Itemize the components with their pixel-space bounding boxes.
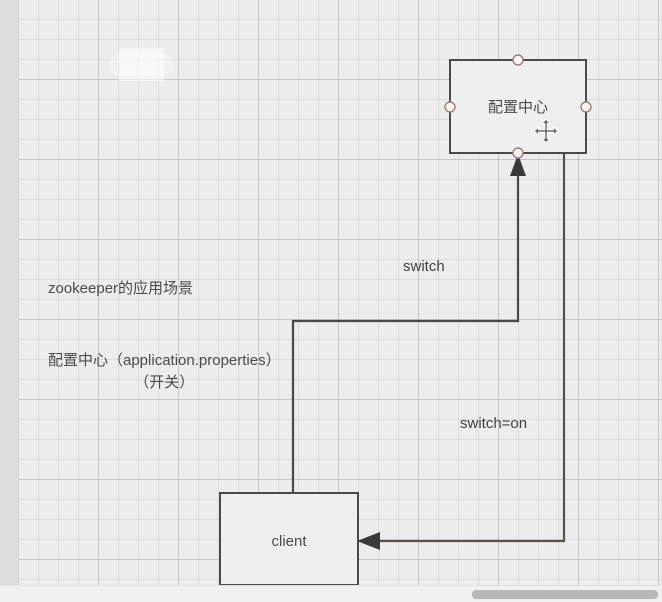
arrowhead-left-into-client [357, 532, 380, 550]
edge-label-switch: switch [403, 258, 445, 275]
resize-handle-top[interactable] [512, 54, 524, 66]
canvas-ghost-artifact [109, 48, 174, 81]
resize-handle-left[interactable] [444, 101, 456, 113]
node-client[interactable]: client [219, 492, 359, 586]
edge-path-switch[interactable] [291, 166, 520, 495]
canvas-left-gutter [0, 0, 19, 586]
note-config-description-line1: 配置中心（application.properties） [48, 352, 281, 369]
note-config-description[interactable]: 配置中心（application.properties） （开关） [48, 350, 281, 394]
node-client-label: client [271, 533, 307, 550]
diagram-overlay: switch switch=on 配置中心 client [219, 54, 592, 586]
edge-path-switch-on[interactable] [370, 151, 566, 543]
horizontal-scrollbar[interactable] [0, 585, 662, 602]
note-scene-title[interactable]: zookeeper的应用场景 [48, 280, 194, 297]
edge-config-center-to-client[interactable]: switch=on [357, 151, 566, 550]
edge-client-to-config-center[interactable]: switch [291, 154, 526, 495]
resize-handle-right[interactable] [580, 101, 592, 113]
resize-handle-bottom[interactable] [512, 147, 524, 159]
horizontal-scrollbar-thumb[interactable] [472, 590, 658, 599]
note-config-description-line2: （开关） [134, 373, 195, 391]
move-cursor-icon [533, 118, 559, 144]
node-config-center[interactable]: 配置中心 [444, 54, 592, 159]
edge-label-switch-on: switch=on [460, 415, 527, 432]
node-client-rect[interactable] [219, 492, 359, 586]
arrowhead-up-into-config-center [510, 154, 526, 176]
node-config-center-label: 配置中心 [488, 99, 548, 116]
